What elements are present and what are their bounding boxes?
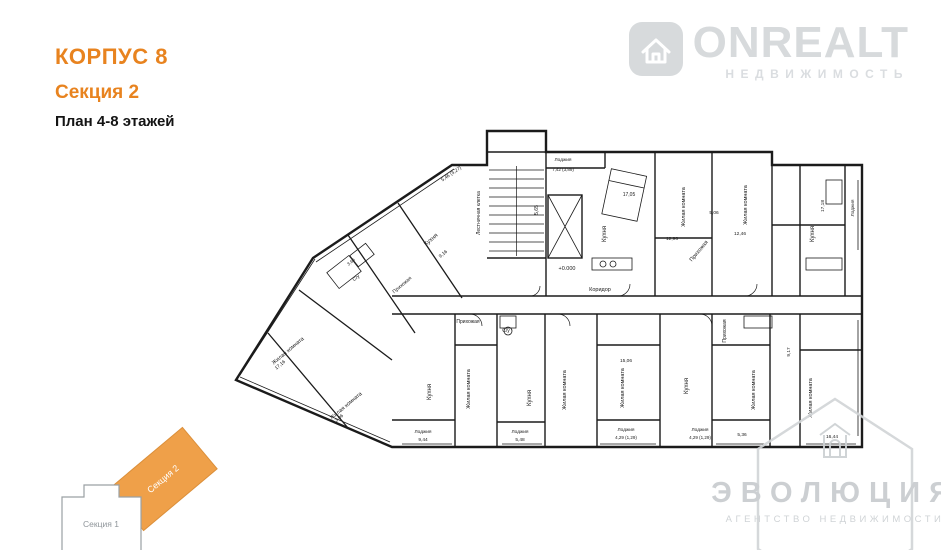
upper-partitions — [545, 152, 846, 296]
key-plan-section-1: Секция 1 — [61, 484, 142, 550]
plan-label: 4,29 (1,29) — [689, 435, 711, 440]
plan-label: Жилая комната — [562, 369, 568, 410]
plan-header: КОРПУС 8 Секция 2 План 4-8 этажей — [55, 44, 175, 130]
wing-wall-inner-lines — [239, 168, 455, 443]
plan-label: Кухня — [602, 226, 608, 242]
plan-label: Жилая комната — [466, 368, 472, 409]
staircase — [487, 151, 546, 259]
plan-label: С/у — [502, 328, 510, 334]
plan-label: Лоджия — [555, 157, 572, 163]
plan-label: Прихожая — [689, 240, 710, 263]
kitchen-counter — [591, 257, 633, 271]
bathtub-symbol — [743, 315, 773, 329]
plan-label: Лоджия — [415, 429, 432, 435]
key-plan-section-1-label: Секция 1 — [83, 519, 119, 529]
plan-label: 3,66 — [346, 257, 356, 267]
plan-label: 9,17 — [786, 347, 792, 357]
plan-label: Кухня — [427, 384, 433, 400]
plan-label: Кухня — [684, 378, 690, 394]
plan-label: Прихожая — [392, 275, 414, 295]
plan-label: 17,05 — [623, 192, 636, 198]
plan-label: Прихожая — [456, 319, 479, 325]
plan-label: 15,06 — [620, 358, 632, 364]
door-arcs — [469, 283, 758, 327]
plan-label: 12,46 — [734, 231, 746, 237]
plan-label: 9,16 — [438, 249, 449, 260]
plan-label: 7,42 (3,89) — [552, 167, 574, 172]
kitchen-counter — [805, 257, 843, 271]
plan-label: 5,48 — [515, 437, 525, 443]
wardrobe-symbol — [825, 179, 843, 205]
wing-bathroom-fixtures — [326, 242, 375, 290]
section-subtitle: Секция 2 — [55, 82, 140, 103]
key-plan: Секция 2 Секция 1 — [61, 426, 218, 550]
plan-label: Кухня — [527, 390, 533, 406]
plan-label: 4,29 (1,29) — [615, 435, 637, 440]
plan-label: 9,44 — [418, 437, 428, 443]
furniture-symbols — [499, 168, 843, 336]
plan-label: Кухня — [810, 226, 816, 242]
key-plan-section-1-shape — [61, 484, 142, 550]
plan-label: Лоджия — [850, 199, 856, 216]
plan-label: Жилая комната — [271, 336, 306, 367]
plan-label: Лестничная клетка — [476, 191, 482, 235]
plan-label: 16,44 — [826, 434, 838, 440]
toilet-symbol — [499, 315, 517, 329]
elevator — [547, 194, 583, 259]
wing-partitions — [267, 202, 463, 429]
plan-label: 5,36 — [737, 432, 747, 438]
floors-subtitle: План 4-8 этажей — [55, 113, 175, 130]
plan-label: Кухня — [423, 233, 439, 248]
plan-label: Жилая комната — [681, 186, 687, 227]
plan-label: Жилая комната — [808, 377, 814, 418]
outer-wall — [234, 129, 864, 449]
plan-label: 5,65 — [534, 205, 540, 215]
plan-label: Жилая комната — [743, 184, 749, 225]
plan-label: Жилая комната — [329, 391, 364, 422]
plan-label: Жилая комната — [620, 367, 626, 408]
plan-label: Прихожая — [722, 319, 728, 342]
plan-label: 5,46 (3,27) — [440, 165, 463, 183]
plan-label: Лоджия — [512, 429, 529, 435]
plan-label: Лоджия — [618, 427, 635, 433]
plan-label: Жилая комната — [751, 369, 757, 410]
plan-label: 12,96 — [666, 236, 678, 242]
plan-label: С/у — [352, 273, 362, 283]
bed-symbol — [601, 168, 648, 222]
plan-label: Коридор — [589, 287, 611, 293]
korpus-title: КОРПУС 8 — [55, 44, 168, 69]
elevation-mark: +0.000 — [559, 266, 576, 272]
plan-label: Лоджия — [692, 427, 709, 433]
plan-label: 5,06 — [709, 210, 719, 216]
plan-label: 17,18 — [820, 200, 826, 212]
corridor-walls — [392, 295, 862, 315]
lower-partitions — [392, 314, 862, 447]
